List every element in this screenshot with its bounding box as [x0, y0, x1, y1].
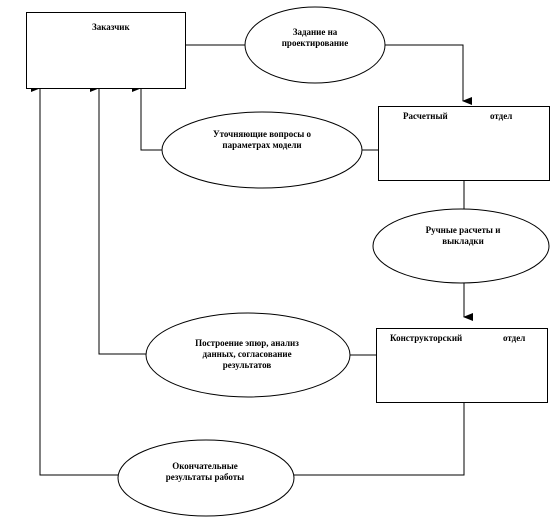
- task-label: Задание на проектирование: [265, 27, 365, 49]
- clarify-line-1: Уточняющие вопросы о: [213, 129, 311, 139]
- final-results-ellipse: [117, 439, 295, 517]
- manual-calc-line-1: Ручные расчеты и: [425, 225, 501, 235]
- diagrams-ellipse: [145, 312, 351, 398]
- manual-calc-label: Ручные расчеты и выкладки: [403, 225, 523, 247]
- connector-task-to-calc: [385, 44, 472, 105]
- clarify-line-2: параметрах модели: [222, 140, 302, 150]
- design-dept-suffix: отдел: [503, 333, 526, 343]
- connectors: [31, 44, 473, 476]
- task-line-1: Задание на: [292, 27, 338, 37]
- diagrams-line-3: результатов: [222, 360, 272, 370]
- task-line-2: проектирование: [281, 38, 349, 48]
- diagrams-label: Построение эпюр, анализ данных, согласов…: [172, 338, 322, 371]
- final-results-line-1: Окончательные: [172, 461, 238, 471]
- design-dept-box: [376, 328, 548, 403]
- final-results-label: Окончательные результаты работы: [150, 461, 260, 483]
- manual-calc-ellipse: [372, 208, 550, 284]
- final-results-line-2: результаты работы: [165, 472, 245, 482]
- diagrams-line-1: Построение эпюр, анализ: [195, 338, 299, 348]
- task-ellipse: [244, 6, 386, 84]
- connector-design-to-final: [294, 403, 465, 476]
- connector-final-to-customer: [31, 84, 118, 476]
- diagrams-line-2: данных, согласование: [202, 349, 292, 359]
- calc-dept-box: [378, 106, 550, 181]
- calc-dept-suffix: отдел: [490, 111, 513, 121]
- customer-box: [26, 12, 186, 89]
- connector-clarify-to-customer: [132, 84, 163, 151]
- clarify-ellipse: [161, 111, 363, 189]
- manual-calc-line-2: выкладки: [442, 236, 484, 246]
- design-dept-label: Конструкторский: [390, 333, 463, 343]
- calc-dept-label: Расчетный: [403, 111, 448, 121]
- clarify-label: Уточняющие вопросы о параметрах модели: [192, 129, 332, 151]
- connector-diagrams-to-customer: [90, 84, 146, 355]
- customer-label: Заказчик: [92, 22, 130, 32]
